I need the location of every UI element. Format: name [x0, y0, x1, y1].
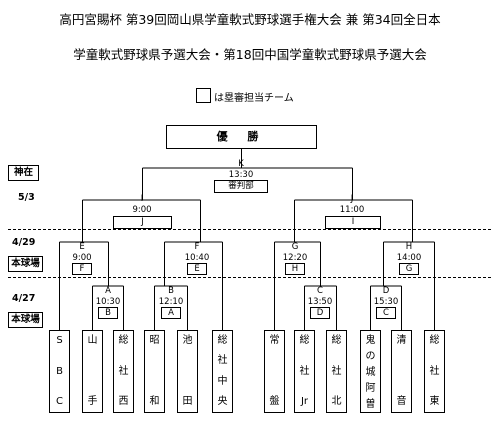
match-J-umpire: I — [325, 216, 381, 229]
match-D-id: D — [382, 286, 390, 296]
match-J-id: J — [350, 194, 354, 204]
match-G-time: 12:20 — [282, 253, 308, 263]
match-F-id: F — [194, 242, 200, 252]
team-soja-chuo: 総社中央 — [212, 330, 233, 413]
champion-box: 優 勝 — [166, 125, 317, 149]
legend-box — [196, 88, 211, 103]
title-line-2: 学童軟式野球県予選大会・第18回中国学童軟式野球県予選大会 — [73, 47, 427, 62]
title-line-1: 高円宮賜杯 第39回岡山県学童軟式野球選手権大会 兼 第34回全日本 — [59, 12, 441, 27]
match-C-umpire: D — [310, 307, 330, 319]
match-A-id: A — [105, 286, 111, 296]
match-B-id: B — [168, 286, 174, 296]
team-soja-nishi: 総社西 — [113, 330, 134, 413]
venue-main-4-29: 本球場 — [8, 256, 43, 272]
match-F-time: 10:40 — [184, 253, 210, 263]
match-E-umpire: F — [72, 263, 92, 275]
match-B-time: 12:10 — [158, 297, 184, 307]
match-C-time: 13:50 — [307, 297, 333, 307]
match-G-umpire: H — [285, 263, 305, 275]
match-F-umpire: E — [187, 263, 207, 275]
match-G-id: G — [291, 242, 299, 252]
venue-main-4-27: 本球場 — [8, 312, 43, 328]
match-D-time: 15:30 — [373, 297, 399, 307]
match-H-id: H — [405, 242, 413, 252]
match-I-time: 9:00 — [132, 205, 152, 215]
match-H-umpire: G — [399, 263, 419, 275]
team-tokiwa: 常盤 — [264, 330, 285, 413]
match-B-umpire: A — [161, 307, 181, 319]
team-showa: 昭和 — [144, 330, 165, 413]
team-ikeda: 池田 — [177, 330, 198, 413]
match-H-time: 14:00 — [396, 253, 422, 263]
team-onojo-aso: 鬼の城阿曽 — [360, 330, 381, 413]
match-A-time: 10:30 — [95, 297, 121, 307]
match-C-id: C — [317, 286, 323, 296]
match-I-id: I — [140, 194, 144, 204]
match-A-umpire: B — [98, 307, 118, 319]
date-4-29: 4/29 — [12, 237, 36, 248]
match-E-time: 9:00 — [72, 253, 92, 263]
date-4-27: 4/27 — [12, 293, 36, 304]
legend-text: は塁審担当チーム — [214, 93, 294, 104]
date-5-3: 5/3 — [18, 192, 35, 203]
match-E-id: E — [79, 242, 85, 252]
venue-kanzai: 神在 — [8, 165, 39, 181]
match-K-umpire: 審判部 — [214, 180, 268, 193]
match-D-umpire: C — [376, 307, 396, 319]
team-soja-kita: 総社北 — [326, 330, 347, 413]
match-K-time: 13:30 — [228, 170, 254, 180]
match-J-time: 11:00 — [339, 205, 365, 215]
team-kiyone: 清音 — [391, 330, 412, 413]
match-K-id: K — [238, 159, 244, 169]
match-I-umpire: J — [113, 216, 172, 229]
team-yamate: 山手 — [82, 330, 103, 413]
team-soja-higashi: 総社東 — [424, 330, 445, 413]
